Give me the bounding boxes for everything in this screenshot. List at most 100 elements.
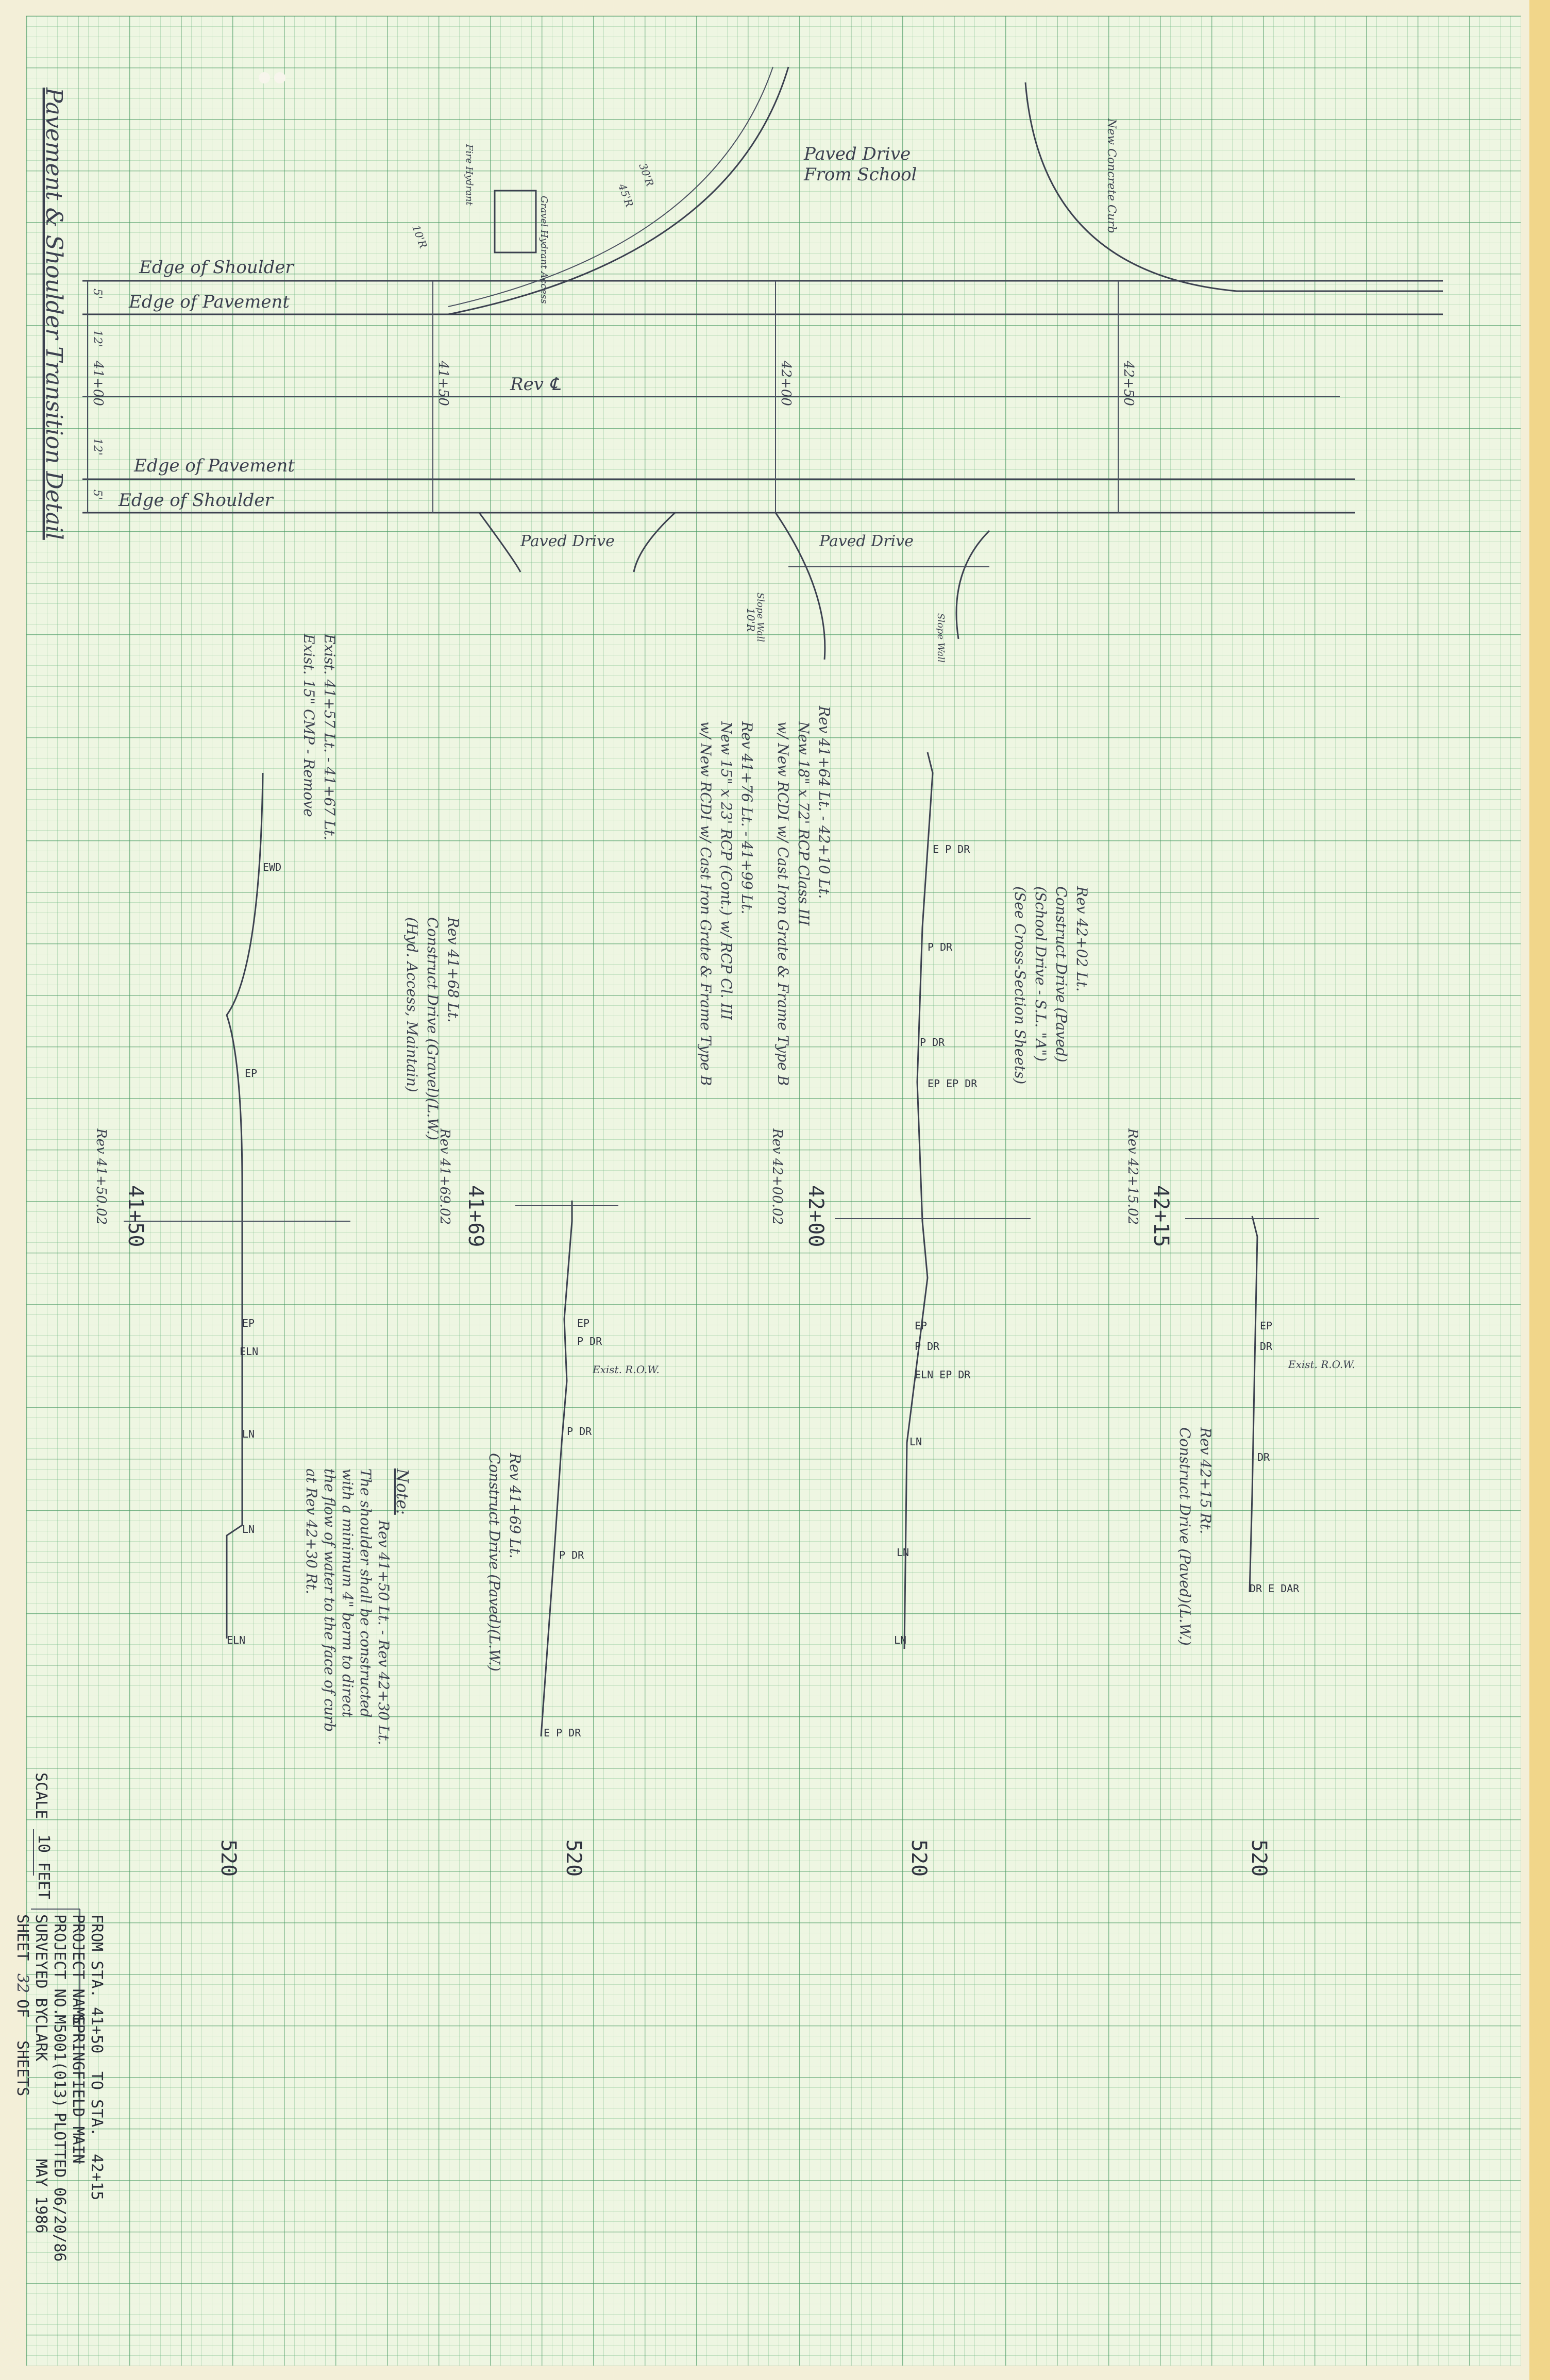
profile-label: EP [242,1317,255,1329]
station-label: 42+00 [804,1185,828,1247]
gravel-hydrant-access-label: Gravel Hydrant Access [538,196,549,304]
profile-label: ELN [240,1345,258,1358]
project-no-value: M5001(013) [50,2015,69,2108]
project-name-label: PROJECT NAME [69,1914,87,2026]
sheet-label: SHEET [13,1914,31,1961]
note-line: the flow of water to the face of curb [321,1468,338,1732]
profile-label: P DR [577,1335,602,1347]
profile-label: P DR [920,1036,945,1049]
ground-profile [540,1201,573,1737]
elevation-label: 520 [907,1839,931,1877]
xsection-note: New 15" x 23' RCP (Cont.) w/ RCP Cl. III [718,721,735,1021]
profile-label: EP [577,1317,589,1329]
xsection-note: (School Drive - S.L. "A") [1032,886,1049,1061]
paved-drive-right-curve [774,512,826,660]
note-line: The shoulder shall be constructed [357,1468,374,1718]
profile-label: P DR [928,941,953,953]
profile-label: LN [242,1523,255,1535]
xsection-41-50: 41+50 Rev 41+50.02 520 Exist. 41+57 Lt. … [93,633,350,1877]
from-sta-value: 41+50 [88,2007,106,2053]
paper-edge [1529,0,1550,2380]
transition-note: Note: Rev 41+50 Lt. - Rev 42+30 Lt. The … [303,1468,412,1745]
xsection-note: Rev 41+64 Lt. - 42+10 Lt. [816,705,833,899]
ground-profile [226,772,264,1639]
paved-drive-right-curve-2 [955,530,990,639]
plotted-value: 06/20/86 [50,2187,69,2262]
xsection-note: Rev 41+69 Lt. [507,1453,524,1559]
project-no-label: PROJECT NO. [50,1914,69,2017]
paved-drive-left-curve-2 [633,512,676,572]
plotted-label: PLOTTED [50,2113,69,2178]
edge-of-pavement-label: Edge of Pavement [133,455,295,476]
dimension-label: 12' [91,438,104,455]
surveyed-value: CLARK [32,2015,50,2061]
station-label: 42+00 [778,360,794,406]
xsection-note: Construct Drive (Paved)(L.W.) [486,1453,503,1672]
surveyed-date: MAY 1986 [32,2159,50,2234]
from-school-label: From School [803,164,917,185]
xsection-note: Construct Drive (Paved)(L.W.) [1176,1427,1193,1646]
surveyed-label: SURVEYED BY [32,1914,50,2017]
xsection-note: Rev 41+76 Lt. - 41+99 Lt. [738,721,755,914]
edge-of-shoulder-label: Edge of Shoulder [139,257,294,278]
radius-label: 10'R [410,224,429,250]
rev-station-label: Rev 41+69.02 [437,1128,452,1225]
xsection-note: (Hyd. Access, Maintain) [403,917,420,1092]
plan-view: 41+00 41+50 42+00 42+50 5' 12' 12' 5' Ed… [82,66,1443,663]
radius-label: 30'R [636,162,656,188]
profile-label: DR E DAR [1250,1582,1300,1595]
paved-drive-label: Paved Drive [819,532,914,550]
note-heading: Note: [393,1468,412,1515]
station-label: 41+50 [435,360,451,406]
radius-label: 10'R [745,608,757,632]
note-line: at Rev 42+30 Rt. [303,1468,320,1594]
fire-hydrant-label: Fire Hydrant [464,144,475,206]
radius-label: 45'R [616,182,636,209]
project-name-value: SPRINGFIELD MAIN [69,2015,87,2164]
profile-label: LN [897,1546,909,1559]
profile-label: E P DR [544,1727,581,1739]
profile-label: P DR [567,1425,592,1438]
ground-profile [1249,1216,1258,1593]
new-concrete-curb-label: New Concrete Curb [1105,118,1118,233]
of-label: OF [13,1999,31,2018]
exist-row-label: Exist. R.O.W. [1288,1358,1355,1371]
profile-label: ELN [227,1634,245,1646]
profile-label: EWD [263,861,281,873]
elevation-label: 520 [562,1839,585,1877]
xsection-note: New 18" x 72' RCP Class III [795,721,812,926]
xsection-note: Rev 41+68 Lt. [445,917,462,1023]
sheet-number: 32 [13,1973,31,1993]
profile-label: DR [1260,1340,1273,1353]
from-sta-label: FROM STA. [88,1914,106,1998]
station-label: 41+50 [124,1185,147,1247]
xsection-42-15: 42+15 Rev 42+15.02 520 Rev 42+02 Lt. Con… [1012,886,1355,1877]
punch-hole [274,72,285,83]
note-line: with a minimum 4" berm to direct [339,1468,356,1718]
profile-label: EP [245,1067,257,1079]
profile-label: ELN EP DR [915,1369,971,1381]
xsection-41-69: 41+69 Rev 41+69.02 520 Rev 41+68 Lt. Con… [403,917,660,1877]
note-line: Rev 41+50 Lt. - Rev 42+30 Lt. [375,1520,392,1745]
station-label: 41+69 [464,1185,487,1247]
ground-profile [903,752,934,1649]
edge-of-shoulder-label: Edge of Shoulder [118,490,274,511]
profile-label: P DR [559,1549,584,1561]
to-sta-value: 42+15 [88,2154,106,2200]
to-sta-label: TO STA. [88,2071,106,2136]
sheets-label: SHEETS [13,2040,31,2096]
slope-wall-label: Slope Wall [755,593,766,642]
rev-station-label: Rev 41+50.02 [93,1128,109,1225]
profile-label: EP [1260,1320,1272,1332]
xsection-42-00: 42+00 Rev 42+00.02 520 Rev 41+64 Lt. - 4… [697,705,1031,1877]
xsection-note: (See Cross-Section Sheets) [1012,886,1029,1084]
station-label: 41+00 [90,360,106,406]
edge-of-pavement-label: Edge of Pavement [128,292,290,312]
paved-drive-left-curve [478,512,521,572]
paved-drive-label: Paved Drive [520,532,615,550]
exist-row-label: Exist. R.O.W. [592,1363,660,1376]
xsection-note: Construct Drive (Paved) [1053,886,1070,1062]
xsection-note: Construct Drive (Gravel)(L.W.) [424,917,441,1140]
profile-label: EP EP DR [928,1077,978,1090]
